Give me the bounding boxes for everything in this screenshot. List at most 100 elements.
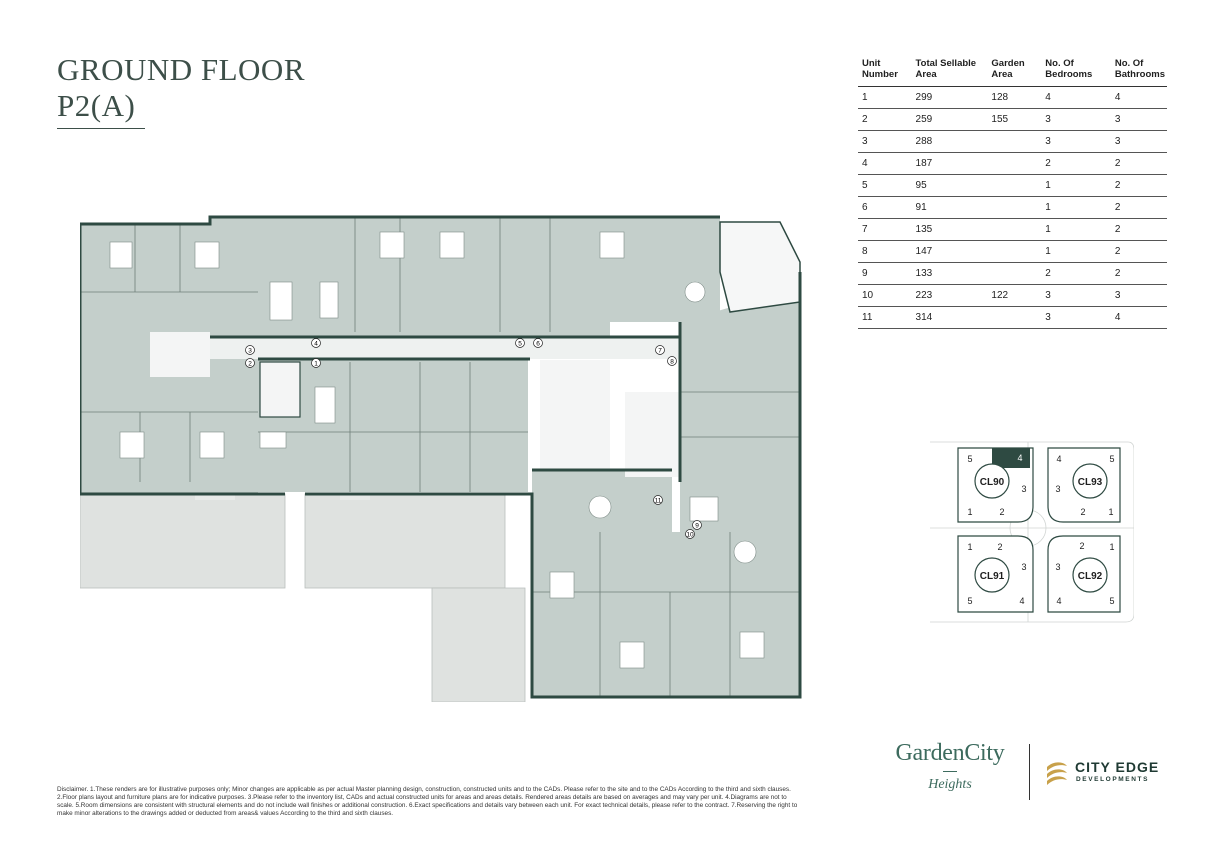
disclaimer-text: Disclaimer. 1.These renders are for illu… — [57, 786, 798, 817]
cell-bathrooms: 2 — [1110, 196, 1167, 219]
svg-text:CL90: CL90 — [980, 477, 1005, 488]
cell-bathrooms: 2 — [1110, 262, 1167, 285]
cell-area: 223 — [911, 284, 988, 307]
unit-marker-8: 8 — [667, 356, 677, 366]
unit-marker-9: 9 — [692, 520, 702, 530]
cell-area: 135 — [911, 218, 988, 241]
svg-text:1: 1 — [967, 542, 972, 552]
block-cl93: CL93 4 5 3 2 1 — [1047, 447, 1121, 523]
cell-garden — [987, 196, 1042, 219]
svg-text:4: 4 — [1019, 596, 1024, 606]
svg-text:4: 4 — [314, 340, 318, 347]
svg-text:2: 2 — [1080, 507, 1085, 517]
cell-bathrooms: 2 — [1110, 240, 1167, 263]
svg-text:2: 2 — [248, 360, 252, 367]
svg-text:2: 2 — [1079, 541, 1084, 551]
cell-area: 288 — [911, 130, 988, 153]
svg-text:4: 4 — [1017, 453, 1022, 463]
cell-bedrooms: 2 — [1041, 152, 1111, 175]
cell-bedrooms: 3 — [1041, 306, 1111, 329]
cell-bedrooms: 4 — [1041, 86, 1111, 109]
lobby-left — [150, 332, 210, 377]
cell-bedrooms: 1 — [1041, 196, 1111, 219]
svg-text:4: 4 — [1056, 596, 1061, 606]
cell-bedrooms: 3 — [1041, 284, 1111, 307]
terrace-strip-middle — [340, 494, 370, 500]
svg-text:10: 10 — [686, 531, 694, 538]
unit-marker-10: 10 — [685, 529, 695, 539]
unit-area-6 — [450, 217, 610, 337]
cell-bathrooms: 3 — [1110, 130, 1167, 153]
cell-area: 259 — [911, 108, 988, 131]
cell-unit: 6 — [858, 196, 912, 219]
unit-area-8 — [680, 287, 800, 482]
stair-core — [625, 392, 680, 477]
unit-marker-1: 1 — [311, 358, 321, 368]
unit-marker-2: 2 — [245, 358, 255, 368]
svg-text:CL92: CL92 — [1078, 571, 1103, 582]
garden-city-logo-bar — [943, 771, 957, 772]
svg-text:9: 9 — [695, 522, 699, 529]
cell-garden — [987, 174, 1042, 197]
cell-area: 299 — [911, 86, 988, 109]
cell-garden — [987, 152, 1042, 175]
block-cl91: CL91 1 2 3 5 4 — [957, 535, 1034, 613]
unit-marker-5: 5 — [515, 338, 525, 348]
unit-marker-4: 4 — [311, 338, 321, 348]
cell-garden — [987, 218, 1042, 241]
cell-bedrooms: 3 — [1041, 108, 1111, 131]
unit-marker-7: 7 — [655, 345, 665, 355]
svg-text:3: 3 — [1021, 562, 1026, 572]
svg-text:CL91: CL91 — [980, 571, 1005, 582]
cell-bathrooms: 2 — [1110, 152, 1167, 175]
svg-text:5: 5 — [518, 340, 522, 347]
cell-area: 147 — [911, 240, 988, 263]
cell-unit: 3 — [858, 130, 912, 153]
title-line-2: P2(A) — [57, 88, 136, 123]
cell-area: 133 — [911, 262, 988, 285]
cell-unit: 5 — [858, 174, 912, 197]
cell-bedrooms: 1 — [1041, 218, 1111, 241]
unit-marker-11: 11 — [653, 495, 663, 505]
cell-garden — [987, 262, 1042, 285]
svg-text:1: 1 — [314, 360, 318, 367]
cell-unit: 9 — [858, 262, 912, 285]
garden-city-logo-sub: Heights — [928, 777, 972, 792]
garden-city-heights-logo: GardenCity Heights — [880, 740, 1020, 806]
unit-area-7 — [610, 217, 720, 322]
block-cl92: CL92 2 1 3 4 5 — [1047, 535, 1121, 613]
unit-area-5 — [305, 217, 450, 337]
cell-garden: 128 — [987, 86, 1042, 109]
svg-text:1: 1 — [1109, 542, 1114, 552]
unit-area-10 — [532, 532, 800, 697]
terrace-corner — [719, 221, 801, 313]
cell-unit: 8 — [858, 240, 912, 263]
garden-city-logo-name: GardenCity — [895, 740, 1005, 766]
svg-text:5: 5 — [967, 454, 972, 464]
svg-text:5: 5 — [1109, 454, 1114, 464]
city-edge-logo: CITY EDGE DEVELOPMENTS — [1043, 758, 1173, 788]
terrace-strip-left — [195, 494, 235, 500]
city-edge-logo-sub: DEVELOPMENTS — [1076, 776, 1150, 783]
svg-text:3: 3 — [248, 347, 252, 354]
cell-bathrooms: 4 — [1110, 86, 1167, 109]
svg-text:CL93: CL93 — [1078, 477, 1103, 488]
stair-left — [259, 361, 301, 418]
cell-unit: 4 — [858, 152, 912, 175]
cell-garden — [987, 306, 1042, 329]
unit-marker-6: 6 — [533, 338, 543, 348]
svg-text:2: 2 — [999, 507, 1004, 517]
unit-markers: 1 2 3 4 5 6 7 8 9 10 11 — [245, 338, 702, 539]
